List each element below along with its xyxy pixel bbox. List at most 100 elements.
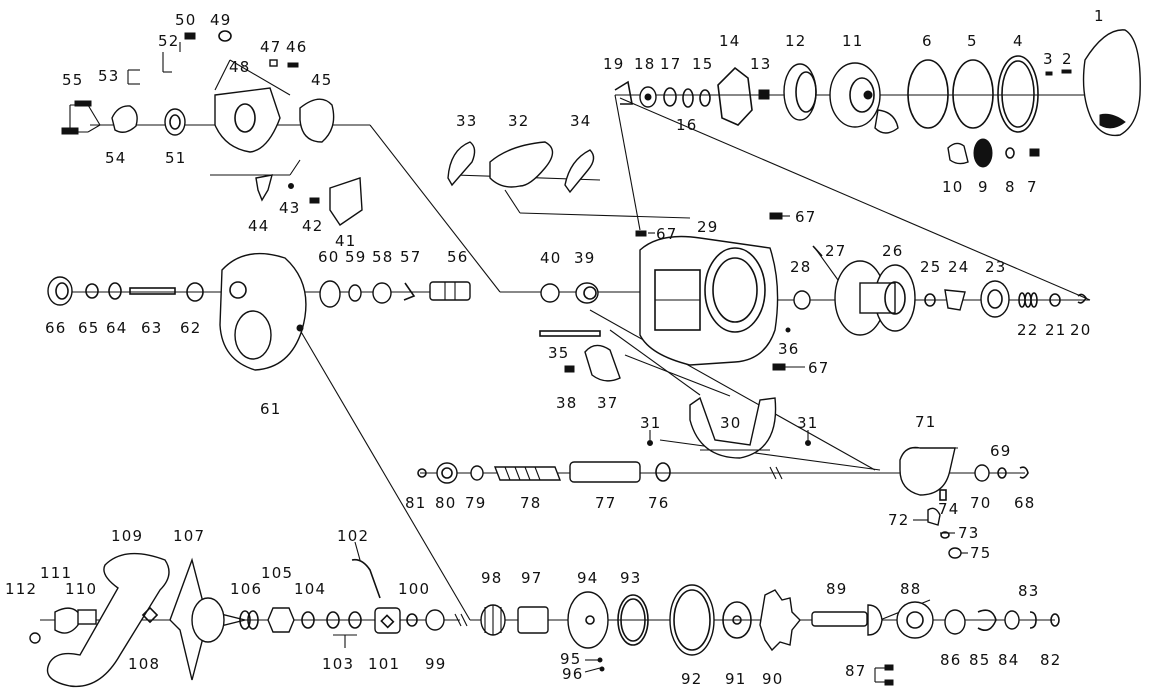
part-label-4: 4 xyxy=(1013,32,1024,50)
part-label-59: 59 xyxy=(345,248,367,266)
part-label-73: 73 xyxy=(958,524,980,542)
part-label-45: 45 xyxy=(311,71,333,89)
part-label-66: 66 xyxy=(45,319,67,337)
part-label-8: 8 xyxy=(1005,178,1016,196)
part-label-62: 62 xyxy=(180,319,202,337)
part-label-19: 19 xyxy=(603,55,625,73)
part-label-87: 87 xyxy=(845,662,867,680)
part-label-25: 25 xyxy=(920,258,942,276)
part-label-67a: 67 xyxy=(656,225,678,243)
part-label-60: 60 xyxy=(318,248,340,266)
part-label-33: 33 xyxy=(456,112,478,130)
part-label-86: 86 xyxy=(940,651,962,669)
part-label-51: 51 xyxy=(165,149,187,167)
part-label-100: 100 xyxy=(398,580,430,598)
part-label-69: 69 xyxy=(990,442,1012,460)
part-label-107: 107 xyxy=(173,527,205,545)
part-label-44: 44 xyxy=(248,217,270,235)
part-label-57: 57 xyxy=(400,248,422,266)
part-label-67c: 67 xyxy=(808,359,830,377)
part-label-83: 83 xyxy=(1018,582,1040,600)
part-label-105: 105 xyxy=(261,564,293,582)
part-labels: 1 2 3 4 5 6 7 8 9 10 11 12 13 14 15 16 1… xyxy=(5,7,1105,688)
part-label-24: 24 xyxy=(948,258,970,276)
part-71-shape xyxy=(899,446,956,496)
part-label-97: 97 xyxy=(521,569,543,587)
part-label-40: 40 xyxy=(540,249,562,267)
part-label-110: 110 xyxy=(65,580,97,598)
part-label-27: 27 xyxy=(825,242,847,260)
part-label-108: 108 xyxy=(128,655,160,673)
parts xyxy=(29,29,1141,688)
part-label-16: 16 xyxy=(676,116,698,134)
part-label-95: 95 xyxy=(560,650,582,668)
part-label-23: 23 xyxy=(985,258,1007,276)
part-label-15: 15 xyxy=(692,55,714,73)
part-label-28: 28 xyxy=(790,258,812,276)
part-label-106: 106 xyxy=(230,580,262,598)
part-label-102: 102 xyxy=(337,527,369,545)
part-label-76: 76 xyxy=(648,494,670,512)
part-label-42: 42 xyxy=(302,217,324,235)
part-label-65: 65 xyxy=(78,319,100,337)
part-label-96: 96 xyxy=(562,665,584,683)
part-label-34: 34 xyxy=(570,112,592,130)
part-label-30: 30 xyxy=(720,414,742,432)
part-label-109: 109 xyxy=(111,527,143,545)
part-label-72: 72 xyxy=(888,511,910,529)
part-label-2: 2 xyxy=(1062,50,1073,68)
part-label-52: 52 xyxy=(158,32,180,50)
part-label-50: 50 xyxy=(175,11,197,29)
part-label-47: 47 xyxy=(260,38,282,56)
part-label-3: 3 xyxy=(1043,50,1054,68)
part-label-70: 70 xyxy=(970,494,992,512)
part-label-80: 80 xyxy=(435,494,457,512)
part-label-64: 64 xyxy=(106,319,128,337)
part-label-41: 41 xyxy=(335,232,357,250)
part-label-91: 91 xyxy=(725,670,747,688)
part-label-26: 26 xyxy=(882,242,904,260)
part-label-6: 6 xyxy=(922,32,933,50)
part-label-61: 61 xyxy=(260,400,282,418)
part-label-31a: 31 xyxy=(640,414,662,432)
part-label-31b: 31 xyxy=(797,414,819,432)
part-label-78: 78 xyxy=(520,494,542,512)
part-label-88: 88 xyxy=(900,580,922,598)
part-label-68: 68 xyxy=(1014,494,1036,512)
part-label-54: 54 xyxy=(105,149,127,167)
part-label-22: 22 xyxy=(1017,321,1039,339)
part-label-77: 77 xyxy=(595,494,617,512)
part-label-92: 92 xyxy=(681,670,703,688)
part-label-29: 29 xyxy=(697,218,719,236)
part-label-98: 98 xyxy=(481,569,503,587)
part-label-37: 37 xyxy=(597,394,619,412)
part-label-84: 84 xyxy=(998,651,1020,669)
part-label-11: 11 xyxy=(842,32,864,50)
part-label-5: 5 xyxy=(967,32,978,50)
part-label-85: 85 xyxy=(969,651,991,669)
part-label-90: 90 xyxy=(762,670,784,688)
part-label-1: 1 xyxy=(1094,7,1105,25)
part-label-58: 58 xyxy=(372,248,394,266)
part-label-46: 46 xyxy=(286,38,308,56)
part-label-32: 32 xyxy=(508,112,530,130)
part-label-17: 17 xyxy=(660,55,682,73)
part-label-10: 10 xyxy=(942,178,964,196)
part-label-89: 89 xyxy=(826,580,848,598)
part-label-53: 53 xyxy=(98,67,120,85)
part-label-99: 99 xyxy=(425,655,447,673)
part-label-48: 48 xyxy=(229,58,251,76)
part-label-82: 82 xyxy=(1040,651,1062,669)
part-label-7: 7 xyxy=(1027,178,1038,196)
part-label-55: 55 xyxy=(62,71,84,89)
part-label-81: 81 xyxy=(405,494,427,512)
part-label-12: 12 xyxy=(785,32,807,50)
part-label-39: 39 xyxy=(574,249,596,267)
part-label-74: 74 xyxy=(938,500,960,518)
part-label-103: 103 xyxy=(322,655,354,673)
part-label-56: 56 xyxy=(447,248,469,266)
part-label-21: 21 xyxy=(1045,321,1067,339)
part-label-94: 94 xyxy=(577,569,599,587)
part-29-shape xyxy=(639,235,779,366)
